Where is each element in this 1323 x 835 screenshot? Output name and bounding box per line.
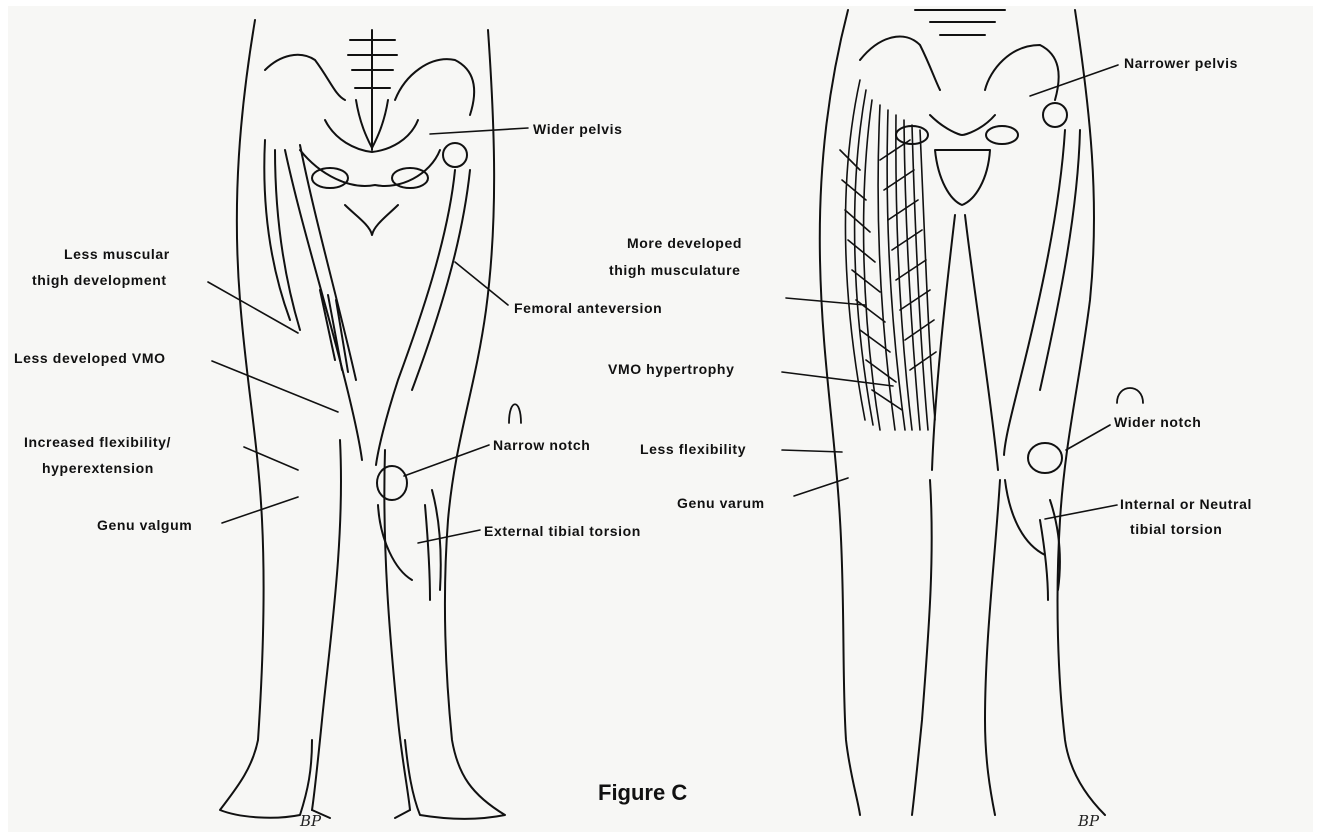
label-hyperextension: hyperextension xyxy=(42,457,154,479)
notch-arch-icon xyxy=(509,404,521,423)
artist-signature-right: BP xyxy=(1078,812,1099,830)
thigh-musculature xyxy=(840,80,936,430)
notch-arch-icon xyxy=(1117,388,1143,403)
label-less-developed-vmo: Less developed VMO xyxy=(14,347,166,369)
label-vmo-hypertrophy: VMO hypertrophy xyxy=(608,358,734,380)
label-genu-valgum: Genu valgum xyxy=(97,514,192,536)
right-pelvis xyxy=(860,37,940,90)
label-less-muscular: Less muscular xyxy=(64,243,170,265)
label-external-tibial-torsion: External tibial torsion xyxy=(484,520,641,542)
label-thigh-musculature: thigh musculature xyxy=(609,259,741,281)
label-more-developed: More developed xyxy=(627,232,742,254)
label-wider-notch: Wider notch xyxy=(1114,411,1201,433)
label-genu-varum: Genu varum xyxy=(677,492,765,514)
label-less-flexibility: Less flexibility xyxy=(640,438,746,460)
left-kneecap xyxy=(377,466,407,500)
label-internal-or-neutral: Internal or Neutral xyxy=(1120,493,1252,515)
figure-caption: Figure C xyxy=(598,780,687,806)
label-wider-pelvis: Wider pelvis xyxy=(533,118,623,140)
label-femoral-anteversion: Femoral anteversion xyxy=(514,297,662,319)
left-legs-figure xyxy=(220,20,505,819)
leader-lines xyxy=(208,65,1118,543)
right-kneecap xyxy=(1028,443,1062,473)
right-legs-figure xyxy=(820,10,1105,815)
label-narrower-pelvis: Narrower pelvis xyxy=(1124,52,1238,74)
artist-signature-left: BP xyxy=(300,812,321,830)
label-thigh-development: thigh development xyxy=(32,269,167,291)
label-tibial-torsion: tibial torsion xyxy=(1130,518,1222,540)
label-narrow-notch: Narrow notch xyxy=(493,434,590,456)
label-increased-flexibility: Increased flexibility/ xyxy=(24,431,171,453)
left-pelvis xyxy=(265,55,345,100)
left-spine xyxy=(348,30,397,150)
